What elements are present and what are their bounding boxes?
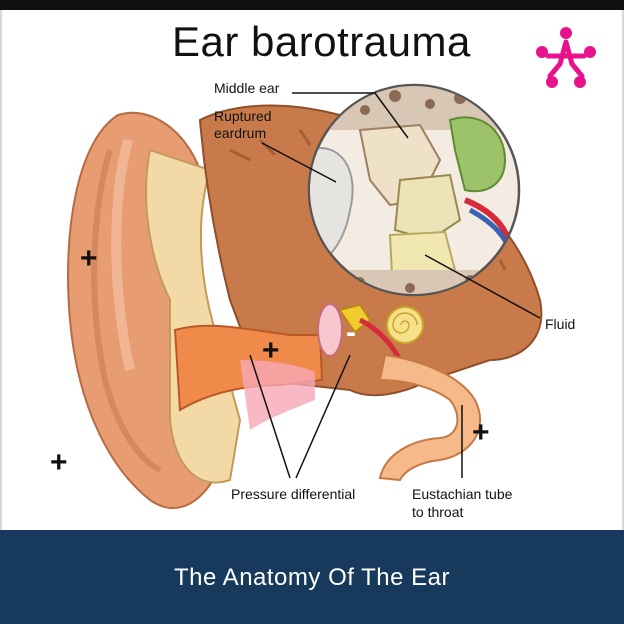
diagram-title: Ear barotrauma	[172, 18, 471, 65]
pressure-leader-1	[249, 354, 291, 479]
ossicles	[338, 304, 372, 334]
eustachian-tube-label-line2: to throat	[412, 504, 464, 520]
ear-canal-plus-sign: +	[262, 334, 280, 367]
eustachian-tube	[378, 353, 481, 482]
pinna-inner	[111, 138, 135, 372]
people-logo-icon	[536, 27, 596, 88]
pinna-fold	[91, 149, 162, 473]
eardrum-leader	[261, 142, 337, 183]
illustration-frame	[0, 10, 624, 530]
footer-caption: The Anatomy Of The Ear	[173, 564, 451, 591]
footer-banner: The Anatomy Of The Ear	[0, 530, 624, 624]
ruptured-eardrum-label-line2: eardrum	[214, 125, 267, 141]
middle-ear-leader	[292, 92, 409, 139]
ear-anatomy-illustration	[67, 83, 543, 510]
cartilage	[145, 148, 242, 484]
eardrum	[317, 303, 343, 357]
cochlea-spiral	[392, 312, 418, 334]
ear-canal-pink	[240, 360, 315, 430]
fluid-leader	[424, 254, 541, 319]
top-bar	[0, 0, 624, 10]
outside-plus-sign: +	[50, 446, 68, 479]
eustachian-plus-sign: +	[472, 416, 490, 449]
ruptured-eardrum-label-line1: Ruptured	[214, 108, 272, 124]
middle-ear-label: Middle ear	[214, 80, 280, 96]
pressure-differential-label: Pressure differential	[231, 486, 356, 502]
eustachian-tube-label-line1: Eustachian tube	[412, 486, 513, 502]
pressure-leader-2	[295, 354, 351, 479]
outer-ear-plus-sign: +	[80, 242, 98, 275]
middle-ear-minus-sign: -	[346, 316, 356, 349]
fluid-label: Fluid	[545, 316, 576, 332]
